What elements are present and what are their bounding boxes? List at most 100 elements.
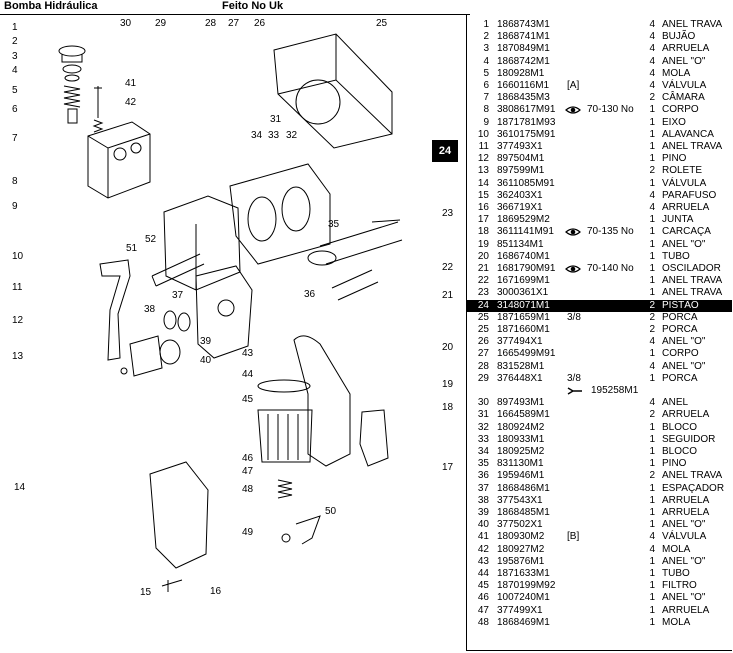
callout-35: 35 [328,219,340,230]
quantity: 1 [649,141,655,152]
item-number: 14 [477,177,489,189]
description: ANEL "O" [662,55,706,67]
item-number: 38 [477,494,489,506]
description: EIXO [662,116,686,128]
description: MOLA [662,67,691,79]
item-number: 25 [477,324,489,335]
parts-row[interactable]: 43 195876M1 1 ANEL "O" [467,556,732,568]
part-pin-20 [331,269,379,301]
part-nut [281,533,291,543]
item-number: 25 [477,311,489,323]
quantity: 1 [649,372,655,384]
description: ROLETE [662,165,703,177]
part-note: [A] [567,80,580,91]
description: PINO [662,458,687,470]
description: ALAVANCA [662,128,714,140]
part-number: 195876M1 [497,555,545,567]
quantity: 4 [649,202,655,213]
part-cover-disc [295,79,341,125]
quantity: 4 [649,19,655,30]
callout-11: 11 [12,282,23,293]
part-number: 1871633M1 [497,568,550,579]
part-chamber-port [130,142,142,154]
callout-43: 43 [242,348,254,359]
description: ANEL TRAVA [662,470,723,482]
part-number: 1868743M1 [497,19,550,30]
part-valve [67,108,78,124]
item-number: 9 [483,116,489,128]
part-number: 180930M2 [497,531,545,543]
callout-47: 47 [242,466,254,477]
quantity: 1 [649,128,655,140]
part-number: 1664589M1 [497,409,550,421]
quantity: 2 [649,409,655,421]
item-number: 43 [477,555,489,567]
quantity: 1 [649,433,655,445]
page-subtitle: Feito No Uk [222,0,284,12]
description: ARRUELA [662,409,710,421]
part-flange [359,409,389,467]
item-number: 44 [477,568,489,579]
description: ANEL [662,397,689,409]
item-number: 8 [483,104,489,116]
quantity: 1 [649,555,655,567]
callout-10: 10 [12,251,24,262]
parts-subassembly-row[interactable]: 195258M1 [467,385,732,397]
item-number: 45 [477,580,489,592]
description: ANEL "O" [662,555,706,567]
quantity: 4 [649,336,655,348]
description: BUJÃO [662,31,696,43]
part-lever [99,259,131,361]
quantity: 1 [649,238,655,250]
quantity: 1 [649,275,655,287]
